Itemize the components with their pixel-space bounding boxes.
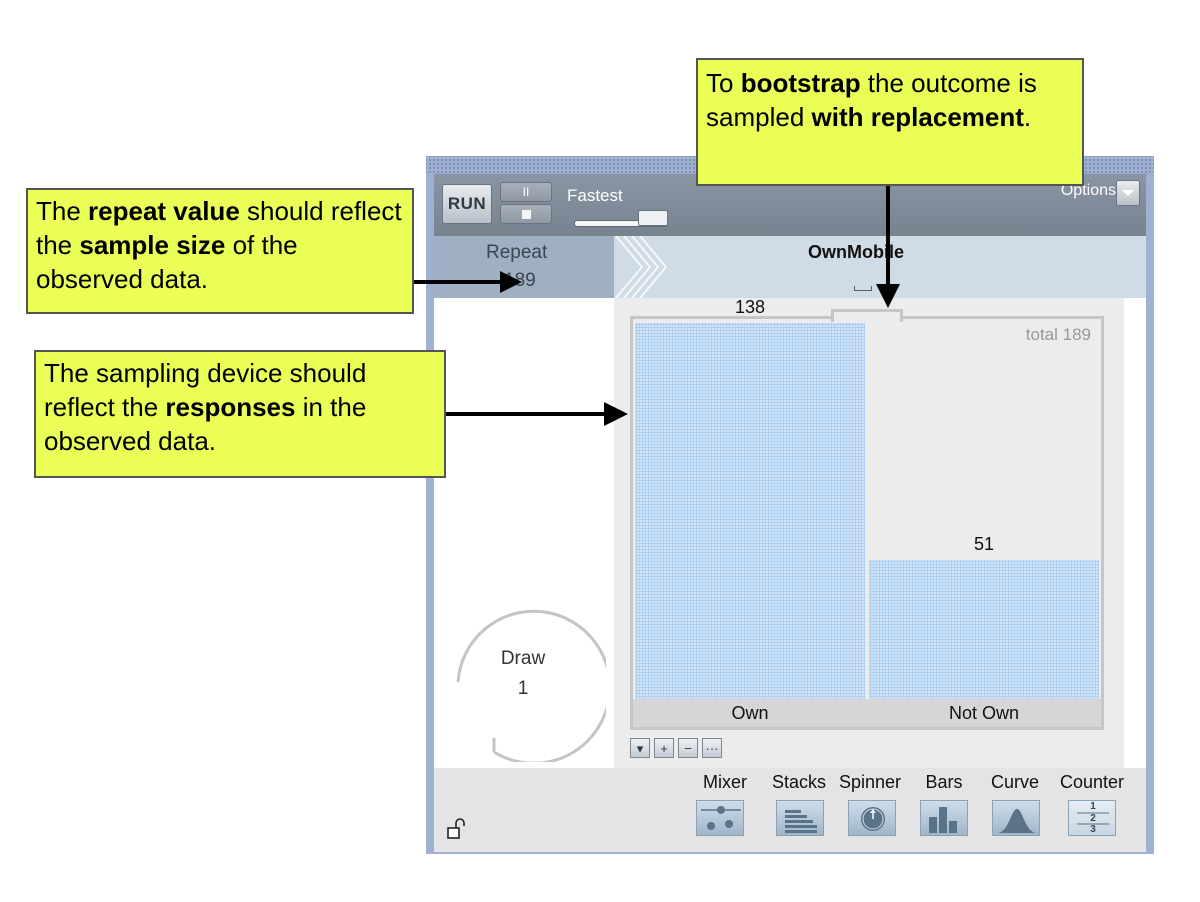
options-button[interactable]: Options [1060, 182, 1116, 199]
category-label: Not Own [948, 703, 1020, 723]
callout-bold: with replacement [811, 102, 1024, 132]
callout-bold: responses [165, 392, 296, 422]
add-button[interactable]: + [654, 738, 674, 758]
callout-device: The sampling device should reflect the r… [34, 350, 446, 478]
more-button[interactable]: ··· [702, 738, 722, 758]
bar-count: 138 [734, 297, 766, 317]
callout-text: To [706, 68, 741, 98]
collapse-button[interactable]: ▾ [630, 738, 650, 758]
palette-label-mixer: Mixer [703, 772, 747, 792]
counter-digit: 2 [1090, 813, 1096, 824]
bar-count: 51 [973, 534, 995, 554]
sampling-box[interactable]: total 189 Own Not Own 138 51 [630, 297, 1104, 730]
counter-digit: 3 [1090, 824, 1096, 835]
palette-label-counter: Counter [1059, 772, 1125, 792]
device-palette: Mixer Stacks Spinner Bars Curve Counter … [434, 768, 1146, 852]
repeat-value[interactable]: 189 [504, 270, 536, 291]
callout-text: . [1023, 102, 1032, 132]
unlock-icon[interactable] [446, 818, 466, 840]
callout-bold: sample size [79, 230, 226, 260]
chevron-down-icon [1122, 190, 1134, 196]
mixer-icon[interactable] [696, 800, 744, 836]
bar-own[interactable] [635, 323, 865, 699]
repeat-block: Repeat 189 [434, 236, 614, 298]
attribute-name[interactable]: OwnMobile [808, 242, 904, 262]
callout-bold: repeat value [88, 196, 240, 226]
callout-repeat: The repeat value should reflect the samp… [26, 188, 414, 314]
palette-label-bars: Bars [925, 772, 963, 792]
callout-text: should reflect the [36, 196, 402, 260]
counter-icon[interactable]: 1 2 3 [1068, 800, 1116, 836]
stop-button[interactable] [500, 204, 552, 224]
options-dropdown-button[interactable] [1116, 180, 1140, 206]
callout-text: in the observed data. [44, 392, 367, 456]
total-label: total 189 [1025, 325, 1091, 344]
run-button[interactable]: RUN [442, 184, 492, 224]
counter-digit: 1 [1090, 801, 1096, 812]
bar-not-own[interactable] [869, 560, 1099, 699]
bars-icon[interactable] [920, 800, 968, 836]
palette-label-stacks: Stacks [771, 772, 827, 792]
speed-label: Fastest [567, 186, 623, 205]
attribute-marker [854, 286, 872, 291]
palette-label-curve: Curve [990, 772, 1039, 792]
category-label: Own [731, 703, 769, 723]
draw-count[interactable]: 1 [517, 678, 529, 699]
chevron-right-icon [615, 236, 668, 298]
toolbar: RUN II Fastest Options [434, 174, 1146, 236]
palette-label-spinner: Spinner [838, 772, 902, 792]
callout-text: the outcome is sampled [706, 68, 1037, 132]
draw-cycle-icon [456, 609, 606, 762]
callout-text: of the observed data. [36, 230, 298, 294]
callout-text: The sampling device should reflect the [44, 358, 367, 422]
stop-icon [521, 209, 531, 219]
device-header-band: Repeat 189 OwnMobile [434, 236, 1146, 298]
repeat-label: Repeat [486, 242, 548, 263]
stacks-icon[interactable] [776, 800, 824, 836]
box-notch [831, 309, 903, 322]
callout-bold: bootstrap [740, 68, 861, 98]
callout-text: The [36, 196, 89, 226]
spinner-icon[interactable] [848, 800, 896, 836]
draw-label: Draw [500, 648, 546, 669]
sampler-window: RUN II Fastest Options Repeat 189 OwnMob… [426, 156, 1154, 854]
pause-button[interactable]: II [500, 182, 552, 202]
remove-button[interactable]: − [678, 738, 698, 758]
callout-bootstrap: To bootstrap the outcome is sampled with… [696, 58, 1084, 186]
category-strip: Own Not Own [633, 699, 1101, 727]
speed-slider-thumb[interactable] [638, 210, 668, 226]
curve-icon[interactable] [992, 800, 1040, 836]
